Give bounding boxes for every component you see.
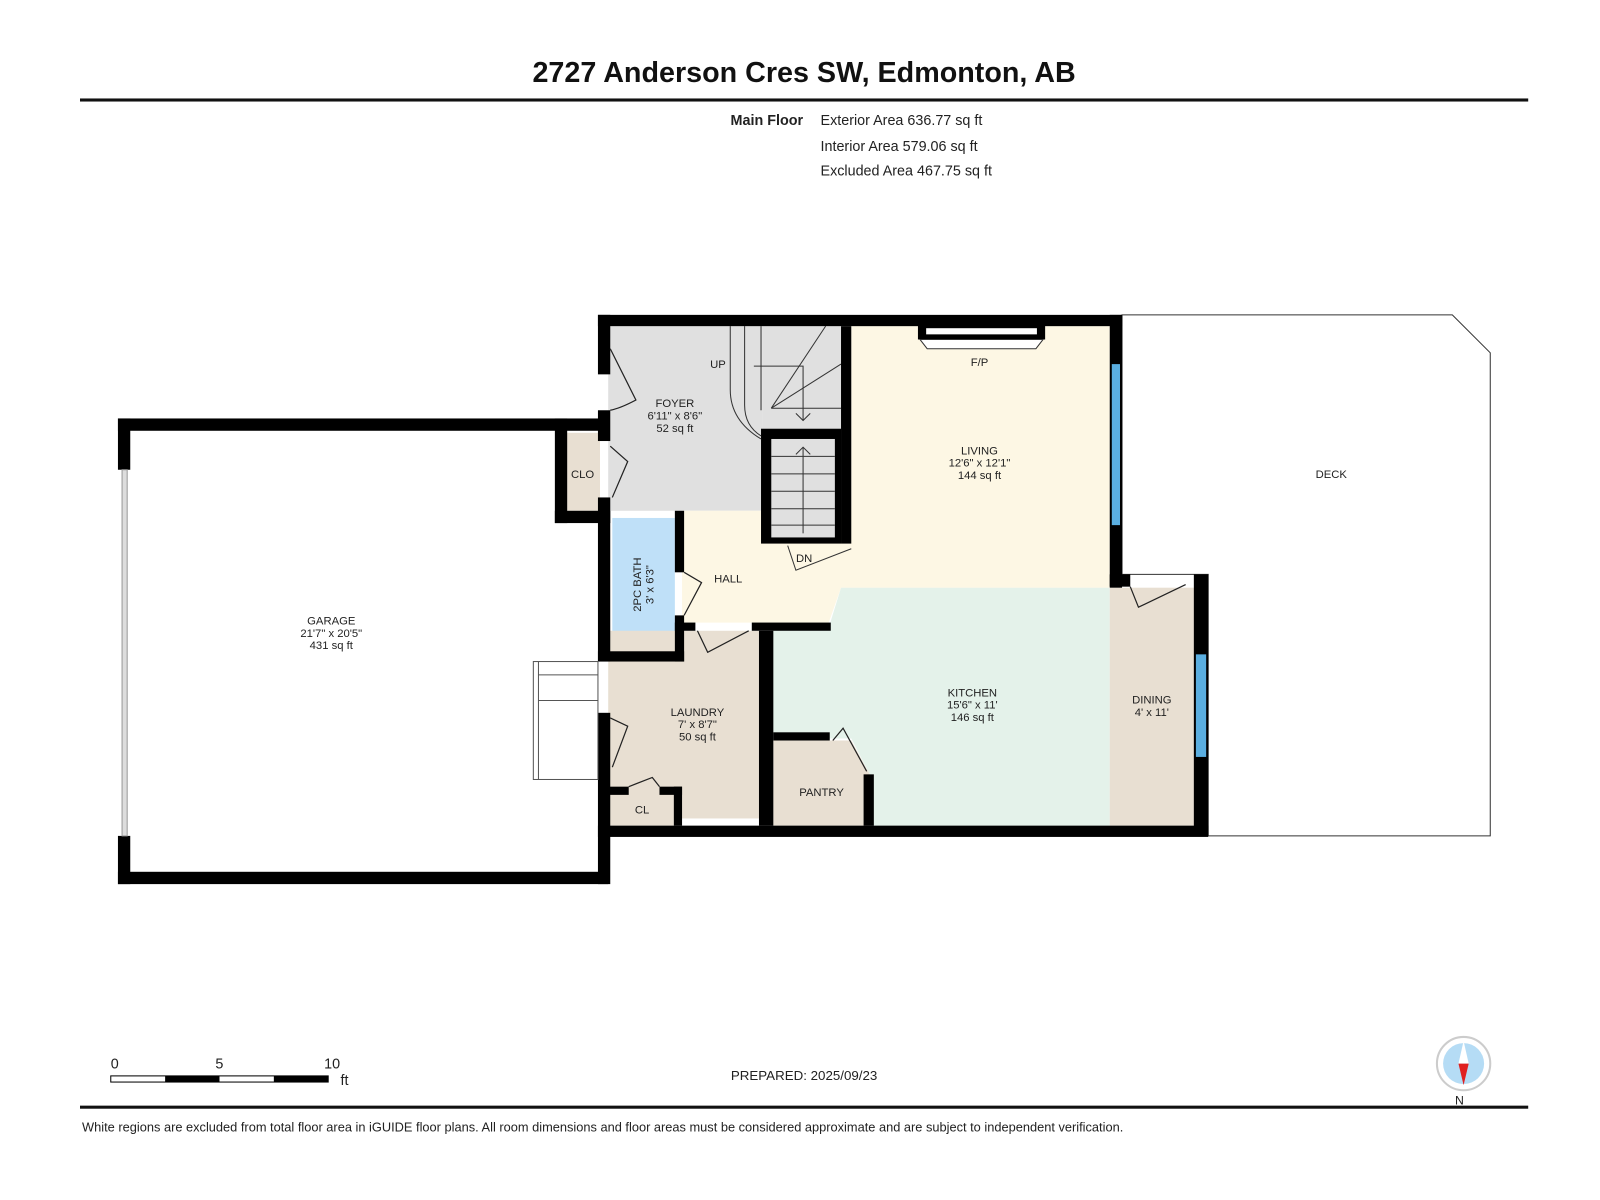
room-kitchen: KITCHEN 15'6" x 11' 146 sq ft <box>947 687 998 724</box>
room-living: LIVING 12'6" x 12'1" 144 sq ft <box>949 445 1011 482</box>
room-name: KITCHEN <box>948 687 997 699</box>
room-dims: 12'6" x 12'1" <box>949 458 1011 470</box>
svg-text:ft: ft <box>341 1073 349 1089</box>
room-name: DINING <box>1132 695 1171 707</box>
room-name: LAUNDRY <box>671 707 725 719</box>
stairs-up-label: UP <box>710 359 726 371</box>
room-dims: 3' x 6'3" <box>644 565 656 604</box>
kitchen-fill <box>771 587 1110 826</box>
stair-landing-fill <box>762 326 842 429</box>
room-dims: 4' x 11' <box>1135 707 1169 719</box>
room-dining: DINING 4' x 11' <box>1132 695 1171 719</box>
foyer-fill <box>608 326 763 511</box>
room-area: 146 sq ft <box>951 712 995 724</box>
deck-outline <box>1121 314 1491 837</box>
room-dims: 15'6" x 11' <box>947 700 998 712</box>
stairs <box>729 325 852 571</box>
room-name: FOYER <box>655 398 694 410</box>
room-hall: HALL <box>714 574 742 586</box>
scale-bar: 0 5 10 ft <box>110 1057 349 1089</box>
exterior-area: Exterior Area 636.77 sq ft <box>821 113 983 129</box>
bath-fill <box>612 517 675 652</box>
clo-fill <box>566 432 600 511</box>
room-dims: 21'7" x 20'5" <box>300 628 362 640</box>
dining-fill <box>1109 587 1198 826</box>
page-title: 2727 Anderson Cres SW, Edmonton, AB <box>532 57 1075 89</box>
excluded-area: Excluded Area 467.75 sq ft <box>821 163 992 179</box>
laundry-fill <box>608 630 759 819</box>
svg-text:0: 0 <box>111 1057 119 1073</box>
room-area: 52 sq ft <box>656 423 694 435</box>
room-garage: GARAGE 21'7" x 20'5" 431 sq ft <box>300 616 362 653</box>
room-clo: CLO <box>571 469 594 481</box>
doors <box>609 348 1186 788</box>
room-name: 2PC BATH <box>632 557 644 611</box>
pantry-fill <box>773 740 870 826</box>
svg-text:10: 10 <box>324 1057 340 1073</box>
room-foyer: FOYER 6'11" x 8'6" 52 sq ft <box>648 398 703 435</box>
cl-fill <box>608 794 674 826</box>
room-area: 144 sq ft <box>958 470 1002 482</box>
room-area: 431 sq ft <box>310 640 354 652</box>
header-rule <box>80 98 1529 102</box>
compass-icon: N <box>1435 1035 1492 1108</box>
fireplace-hearth <box>918 338 1045 350</box>
fireplace <box>926 328 1037 335</box>
floor-label: Main Floor <box>731 113 804 129</box>
compass-north-label: N <box>1455 1094 1464 1108</box>
room-dims: 7' x 8'7" <box>678 719 717 731</box>
room-dims: 6'11" x 8'6" <box>648 410 703 422</box>
room-bath: 2PC BATH 3' x 6'3" <box>632 557 656 611</box>
fireplace-label: F/P <box>971 357 989 369</box>
garage-door[interactable] <box>121 469 128 837</box>
room-name: LIVING <box>961 445 998 457</box>
interior-area: Interior Area 579.06 sq ft <box>821 139 978 155</box>
room-area: 50 sq ft <box>679 732 717 744</box>
footer-rule <box>80 1105 1529 1109</box>
room-cl: CL <box>635 804 649 816</box>
disclaimer: White regions are excluded from total fl… <box>82 1119 1123 1134</box>
room-name: GARAGE <box>307 616 356 628</box>
room-laundry: LAUNDRY 7' x 8'7" 50 sq ft <box>671 707 725 744</box>
window <box>1111 364 1120 526</box>
garage-steps <box>532 661 599 780</box>
stairs-down-label: DN <box>796 553 812 565</box>
room-pantry: PANTRY <box>799 787 844 799</box>
room-deck: DECK <box>1316 469 1348 481</box>
window <box>1195 654 1207 757</box>
svg-text:5: 5 <box>215 1057 223 1073</box>
prepared-date: PREPARED: 2025/09/23 <box>731 1068 877 1083</box>
